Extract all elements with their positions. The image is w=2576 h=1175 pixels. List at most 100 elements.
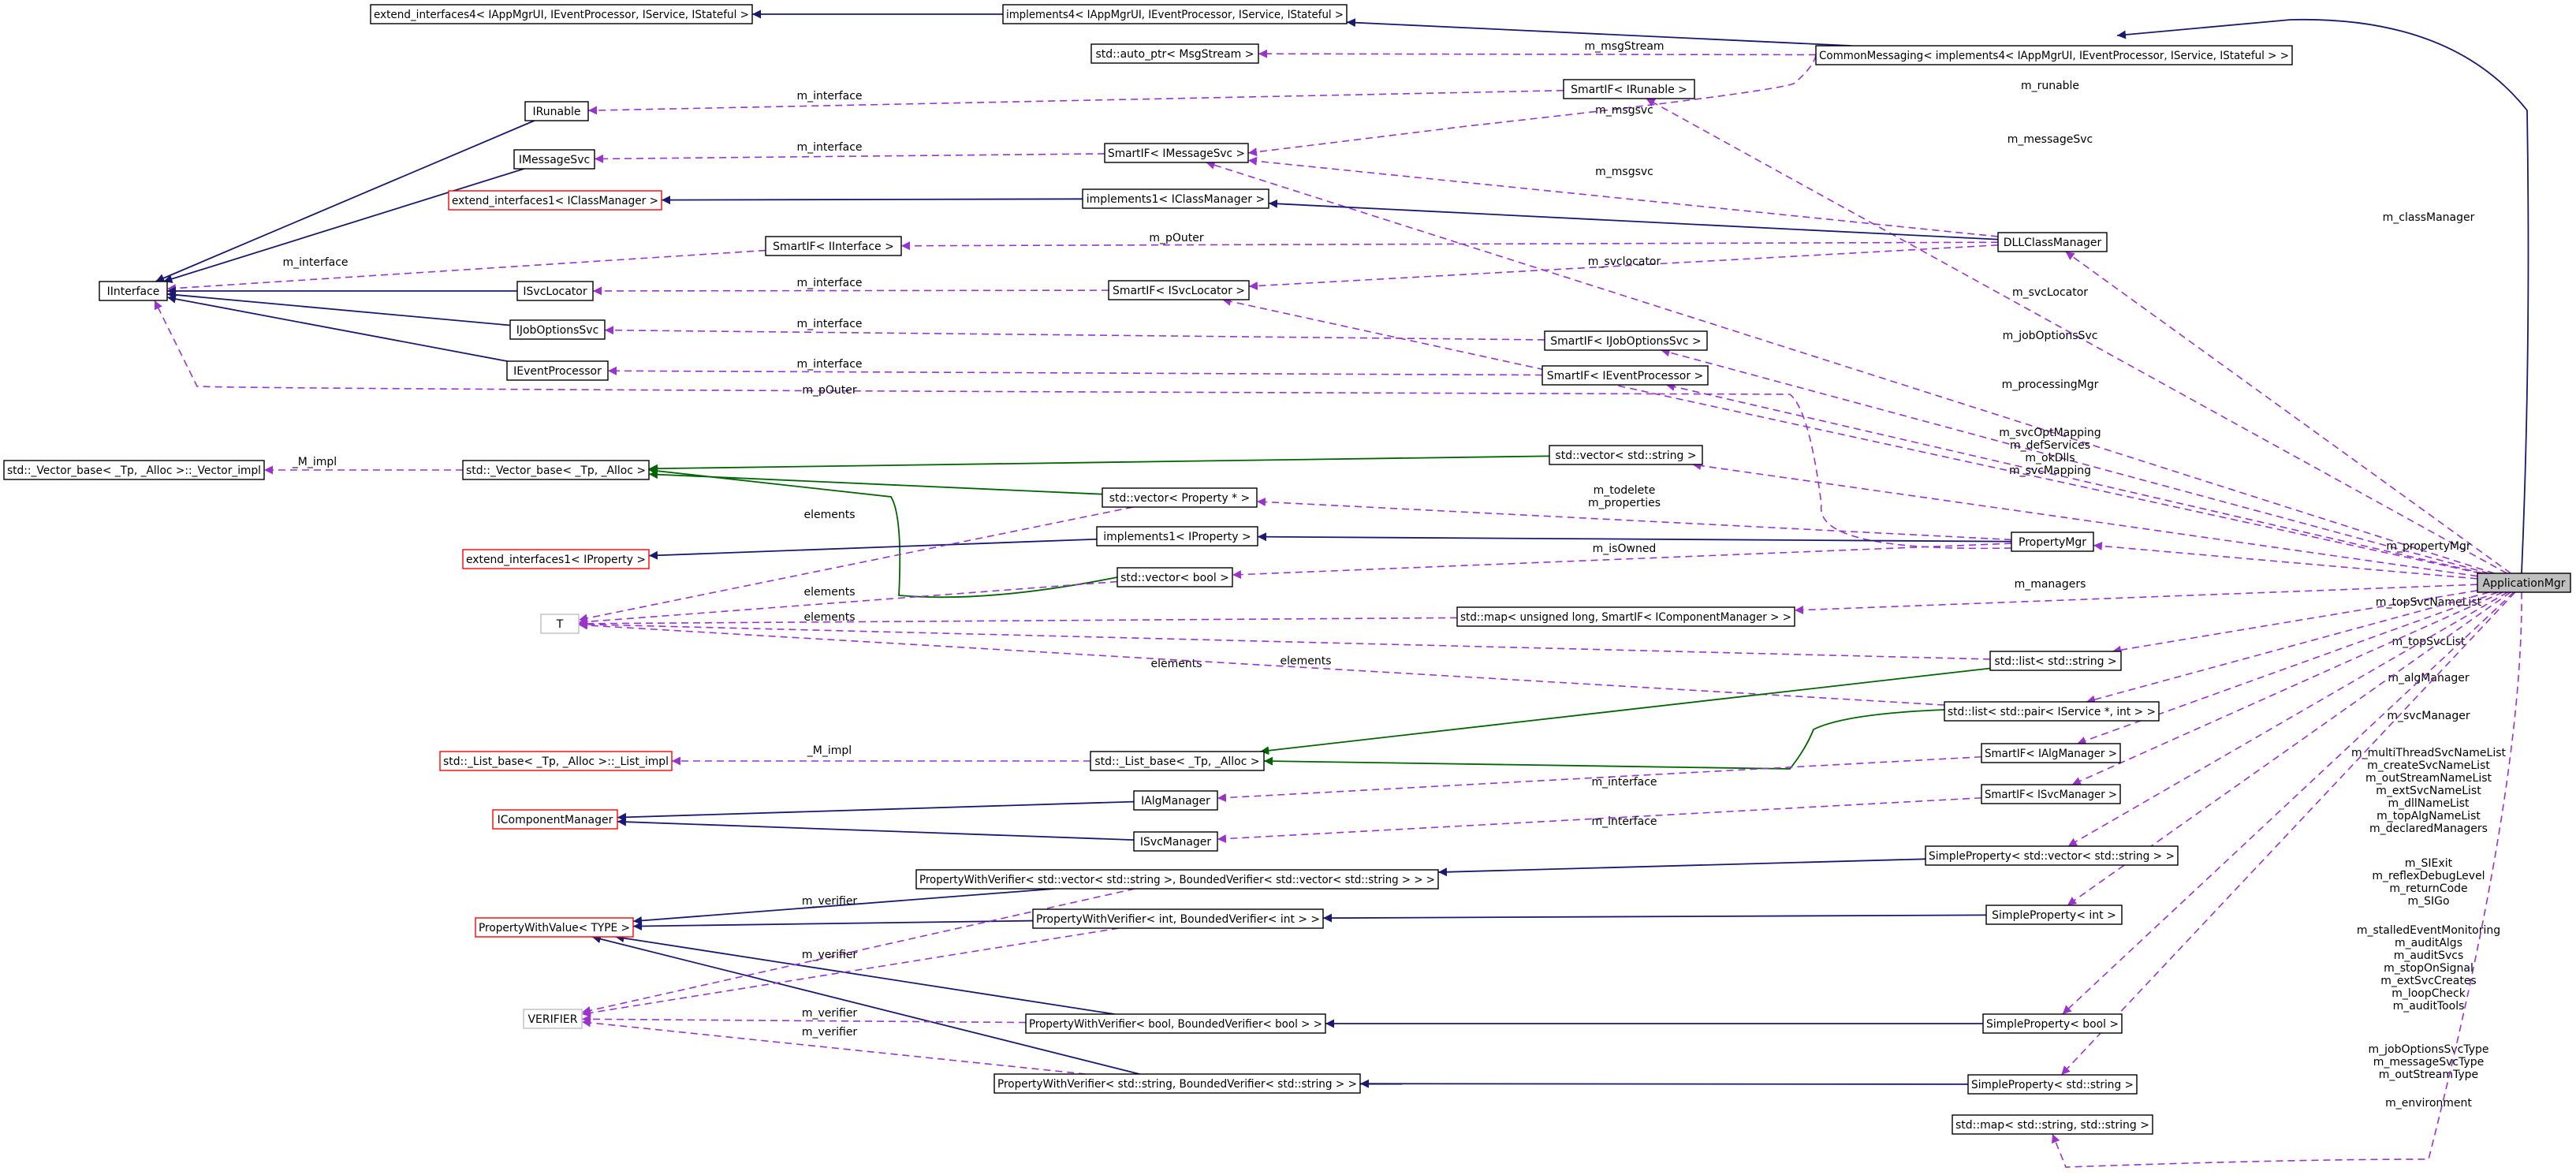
class-node-liststring[interactable]: std::list< std::string > [1989, 651, 2122, 671]
class-name: SmartIF< ISvcManager > [1985, 789, 2117, 801]
class-node-t[interactable]: T [540, 614, 580, 634]
class-box [2477, 573, 2571, 593]
class-node-extiface1cls[interactable]: extend_interfaces1< IClassManager > [448, 190, 662, 211]
class-box [506, 360, 609, 381]
class-node-pwvalue[interactable]: PropertyWithValue< TYPE > [475, 917, 634, 938]
class-node-ieventprocessor[interactable]: IEventProcessor [506, 360, 609, 381]
class-node-spbool[interactable]: SimpleProperty< bool > [1982, 1013, 2123, 1034]
class-node-smartsvcloc[interactable]: SmartIF< ISvcLocator > [1108, 280, 1250, 300]
class-node-vecbase[interactable]: std::_Vector_base< _Tp, _Alloc > [462, 460, 650, 480]
class-node-smartiface[interactable]: SmartIF< IInterface > [765, 236, 902, 256]
class-node-smartmsgsvc[interactable]: SmartIF< IMessageSvc > [1104, 143, 1249, 163]
class-name: DLLClassManager [2004, 237, 2102, 249]
class-node-dllclassmanager[interactable]: DLLClassManager [1997, 232, 2108, 252]
class-node-impl1cls[interactable]: implements1< IClassManager > [1082, 188, 1269, 209]
class-node-smartevtproc[interactable]: SmartIF< IEventProcessor > [1541, 365, 1709, 386]
class-name: IEventProcessor [513, 365, 602, 378]
class-node-isvcmanager[interactable]: ISvcManager [1133, 831, 1218, 852]
class-node-listimpl[interactable]: std::_List_base< _Tp, _Alloc >::_List_im… [439, 751, 673, 771]
class-node-pwvstr[interactable]: PropertyWithVerifier< std::string, Bound… [993, 1073, 1361, 1094]
class-name: IComponentManager [498, 814, 613, 826]
class-node-vecstring[interactable]: std::vector< std::string > [1549, 445, 1703, 465]
class-box [1096, 526, 1258, 546]
class-name: SimpleProperty< std::vector< std::string… [1929, 850, 2175, 863]
edge-label-vecbase-to-vecimpl: _M_impl [292, 456, 337, 468]
class-node-ialgmanager[interactable]: IAlgManager [1133, 790, 1218, 811]
class-box [1549, 445, 1703, 465]
class-node-smartalgmgr[interactable]: SmartIF< IAlgManager > [1981, 743, 2121, 763]
class-node-spstr[interactable]: SimpleProperty< std::string > [1967, 1074, 2138, 1095]
edge-pwvbool-to-pwvalue [615, 934, 1115, 1015]
edge-commonmessaging-to-smartmsgsvc [1247, 54, 1817, 157]
class-node-propertymgr[interactable]: PropertyMgr [2011, 532, 2094, 552]
class-box [1563, 79, 1695, 99]
edge-applicationmgr-to-liststring [2112, 590, 2478, 655]
class-node-applicationmgr[interactable]: ApplicationMgr [2477, 573, 2571, 593]
class-node-listbase[interactable]: std::_List_base< _Tp, _Alloc > [1090, 751, 1265, 771]
class-box [1456, 606, 1795, 627]
class-node-smartrunable[interactable]: SmartIF< IRunable > [1563, 79, 1695, 99]
class-node-spvec[interactable]: SimpleProperty< std::vector< std::string… [1925, 845, 2179, 866]
class-node-pwvvec[interactable]: PropertyWithVerifier< std::vector< std::… [915, 869, 1439, 890]
edge-label-liststring-to-t: elements [1150, 658, 1202, 670]
class-node-spint[interactable]: SimpleProperty< int > [1985, 905, 2123, 925]
class-node-commonmessaging[interactable]: CommonMessaging< implements4< IAppMgrUI,… [1815, 45, 2293, 65]
class-node-vecprop[interactable]: std::vector< Property * > [1102, 487, 1258, 508]
class-name: PropertyWithVerifier< int, BoundedVerifi… [1036, 913, 1320, 926]
class-node-impl1prop[interactable]: implements1< IProperty > [1096, 526, 1258, 546]
class-node-extiface1prop[interactable]: extend_interfaces1< IProperty > [462, 549, 650, 569]
edge-irunable-to-iinterface [155, 120, 535, 282]
class-node-iinterface[interactable]: IInterface [99, 281, 168, 301]
class-box [1815, 45, 2293, 65]
class-node-impl4[interactable]: implements4< IAppMgrUI, IEventProcessor,… [1002, 4, 1348, 24]
class-box [1952, 1114, 2153, 1135]
class-node-smartjobopt[interactable]: SmartIF< IJobOptionsSvc > [1544, 330, 1708, 351]
class-node-extiface4[interactable]: extend_interfaces4< IAppMgrUI, IEventPro… [370, 4, 753, 24]
class-node-vecbool[interactable]: std::vector< bool > [1117, 567, 1233, 588]
class-box [462, 549, 650, 569]
class-node-pwvint[interactable]: PropertyWithVerifier< int, BoundedVerifi… [1032, 908, 1324, 929]
class-node-icomponentmanager[interactable]: IComponentManager [492, 809, 618, 830]
class-box [765, 236, 902, 256]
edge-label-propertymgr-to-vecbool: m_isOwned [1593, 543, 1657, 555]
edge-label-dllclassmanager-to-smartiface: m_pOuter [1149, 232, 1204, 244]
class-node-imessagesvc[interactable]: IMessageSvc [513, 149, 595, 170]
class-node-irunable[interactable]: IRunable [524, 101, 589, 121]
class-name: PropertyWithVerifier< std::vector< std::… [919, 874, 1435, 886]
edge-label-smartrunable-to-irunable: m_interface [796, 90, 862, 103]
class-node-mapulong[interactable]: std::map< unsigned long, SmartIF< ICompo… [1456, 606, 1795, 627]
edge-pwvvec-to-verifier [581, 888, 1135, 1015]
edge-label-applicationmgr-to-listpair: m_topSvcList [2392, 636, 2466, 648]
class-name: std::vector< std::string > [1555, 449, 1696, 462]
class-node-pwvbool[interactable]: PropertyWithVerifier< bool, BoundedVerif… [1025, 1013, 1326, 1034]
class-node-listpair[interactable]: std::list< std::pair< IService *, int > … [1944, 701, 2160, 722]
class-node-isvclocator[interactable]: ISvcLocator [516, 281, 594, 301]
edge-applicationmgr-to-smartrunable [1646, 98, 2507, 574]
class-node-ijoboptionssvc[interactable]: IJobOptionsSvc [509, 319, 606, 340]
class-node-autoptr[interactable]: std::auto_ptr< MsgStream > [1090, 43, 1259, 64]
class-box [1985, 905, 2123, 925]
class-box [1104, 143, 1249, 163]
edge-label-pwvbool-to-verifier: m_verifier [802, 1007, 858, 1020]
edge-label-mapulong-to-t: elements [803, 611, 855, 624]
edge-label-listbase-to-listimpl: _M_impl [807, 744, 852, 757]
class-name: SmartIF< IJobOptionsSvc > [1550, 335, 1702, 348]
class-node-smartsvcmgr[interactable]: SmartIF< ISvcManager > [1981, 784, 2121, 804]
class-box [462, 460, 650, 480]
class-name: ApplicationMgr [2483, 577, 2566, 590]
class-box [3, 460, 265, 480]
class-name: PropertyWithVerifier< bool, BoundedVerif… [1029, 1018, 1322, 1031]
edge-dllclassmanager-to-smartsvcloc [1248, 244, 1999, 290]
edge-label-applicationmgr-to-smartrunable: m_runable [2021, 80, 2079, 92]
edge-label-applicationmgr-to-propertymgr: m_propertyMgr [2386, 540, 2471, 553]
edge-imessagesvc-to-iinterface [163, 168, 524, 283]
edge-liststring-to-listbase [1260, 667, 1991, 755]
class-node-mapstr[interactable]: std::map< std::string, std::string > [1952, 1114, 2153, 1135]
class-node-vecimpl[interactable]: std::_Vector_base< _Tp, _Alloc >::_Vecto… [3, 460, 265, 480]
class-box [1982, 1013, 2123, 1034]
class-name: std::list< std::string > [1994, 655, 2116, 668]
class-node-verifier[interactable]: VERIFIER [523, 1009, 583, 1029]
edge-mapulong-to-t [578, 617, 1458, 629]
edge-label-applicationmgr-to-dllclassmanager: m_classManager [2383, 211, 2475, 224]
